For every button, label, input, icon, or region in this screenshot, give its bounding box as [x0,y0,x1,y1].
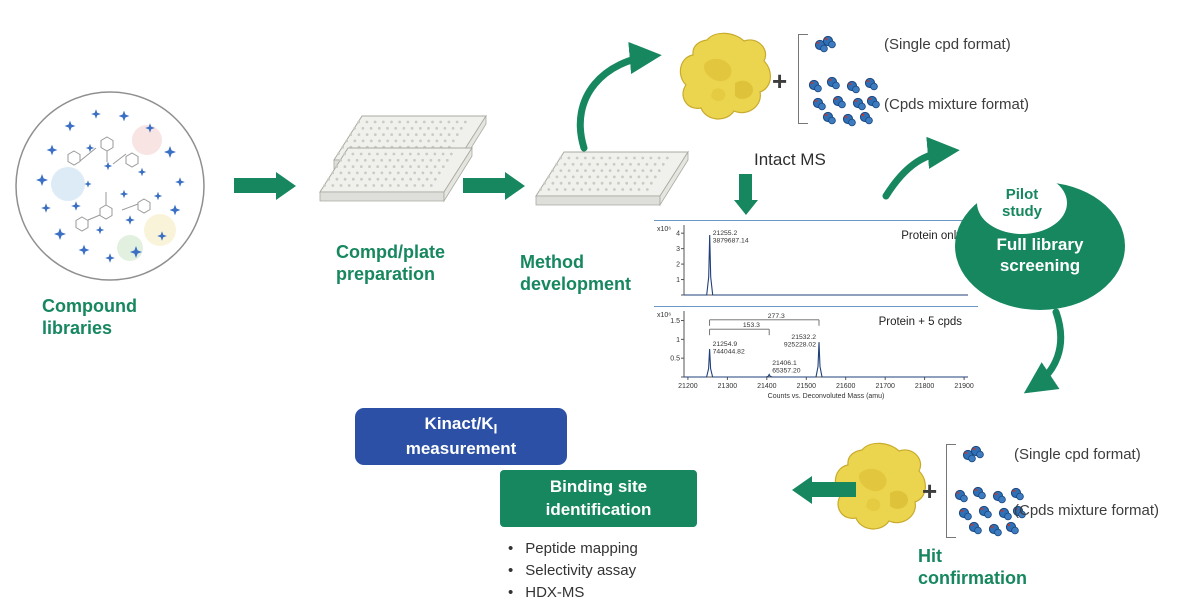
protein-structure-illustration [679,32,771,120]
full-library-screening-node: Pilot study Full library screening [955,172,1127,312]
plate-stack-illustration [318,112,498,212]
cpds-mixture-format-label-top: (Cpds mixture format) [884,96,1030,113]
kinact-label-main: Kinact/K [424,413,494,433]
svg-text:4: 4 [676,231,680,238]
svg-text:21300: 21300 [718,383,738,390]
svg-text:Protein only: Protein only [901,230,962,242]
grouping-bracket-top [798,34,808,124]
svg-text:Counts vs. Deconvoluted Mass (: Counts vs. Deconvoluted Mass (amu) [768,393,885,400]
kinact-label-line1: Kinact/KI [425,413,498,439]
compound-mixture-icon [954,486,1026,537]
svg-text:277.3: 277.3 [768,313,785,320]
svg-text:1: 1 [676,337,680,344]
arrow-plates-to-method [463,178,505,193]
arrow-screening-to-hit [1023,308,1065,394]
single-compound-icon [814,35,836,53]
method-development-label: Method development [520,252,632,294]
arrow-libraries-to-plates [234,178,276,193]
svg-text:21500: 21500 [797,383,817,390]
kinact-ki-measurement-box: Kinact/KI measurement [355,408,567,465]
protein-structure-illustration [834,442,926,530]
svg-text:0.5: 0.5 [670,356,680,363]
bullet-selectivity-assay: Selectivity assay [508,562,636,579]
binding-site-identification-box: Binding site identification [500,470,697,527]
compound-library-illustration [15,91,205,281]
svg-text:21800: 21800 [915,383,935,390]
svg-text:21700: 21700 [875,383,895,390]
svg-text:1: 1 [676,277,680,284]
svg-text:153.3: 153.3 [743,322,760,329]
arrow-intact-ms-down [739,174,752,200]
svg-text:21400: 21400 [757,383,777,390]
cpds-mixture-format-label-bottom: (Cpds mixture format) [1014,502,1160,519]
full-library-screening-label: Full library screening [996,235,1084,276]
kinact-label-line2: measurement [405,439,517,459]
svg-text:1.5: 1.5 [670,318,680,325]
plus-sign-bottom: + [922,476,938,506]
compound-libraries-label: Compound libraries [42,296,137,338]
compd-plate-preparation-label: Compd/plate preparation [336,242,446,284]
svg-text:21200: 21200 [678,383,698,390]
svg-text:21900: 21900 [954,383,974,390]
svg-text:21600: 21600 [836,383,856,390]
single-cpd-format-label-top: (Single cpd format) [884,36,1011,53]
single-cpd-format-label-bottom: (Single cpd format) [1014,446,1141,463]
kinact-label-sub: I [493,420,498,437]
svg-text:3: 3 [676,246,680,253]
arrow-hit-to-binding [812,482,856,497]
bullet-peptide-mapping: Peptide mapping [508,540,638,557]
svg-text:2: 2 [676,262,680,269]
hit-confirmation-label: Hit confirmation [918,546,1028,588]
arrow-ms-to-screening [882,136,960,200]
pilot-study-oval: Pilot study [977,172,1067,234]
compound-mixture-icon [808,76,880,127]
microplate-illustration [319,146,473,203]
svg-text:x10⁶: x10⁶ [657,312,671,319]
svg-text:x10⁶: x10⁶ [657,226,671,233]
grouping-bracket-bottom [946,444,956,538]
bullet-hdx-ms: HDX-MS [508,584,584,601]
plus-sign-top: + [772,66,788,96]
microplate-illustration [535,150,689,207]
arrow-method-to-protein [576,41,662,152]
intact-ms-label: Intact MS [754,150,826,169]
single-compound-icon [962,445,984,463]
svg-text:Protein + 5 cpds: Protein + 5 cpds [879,316,963,328]
